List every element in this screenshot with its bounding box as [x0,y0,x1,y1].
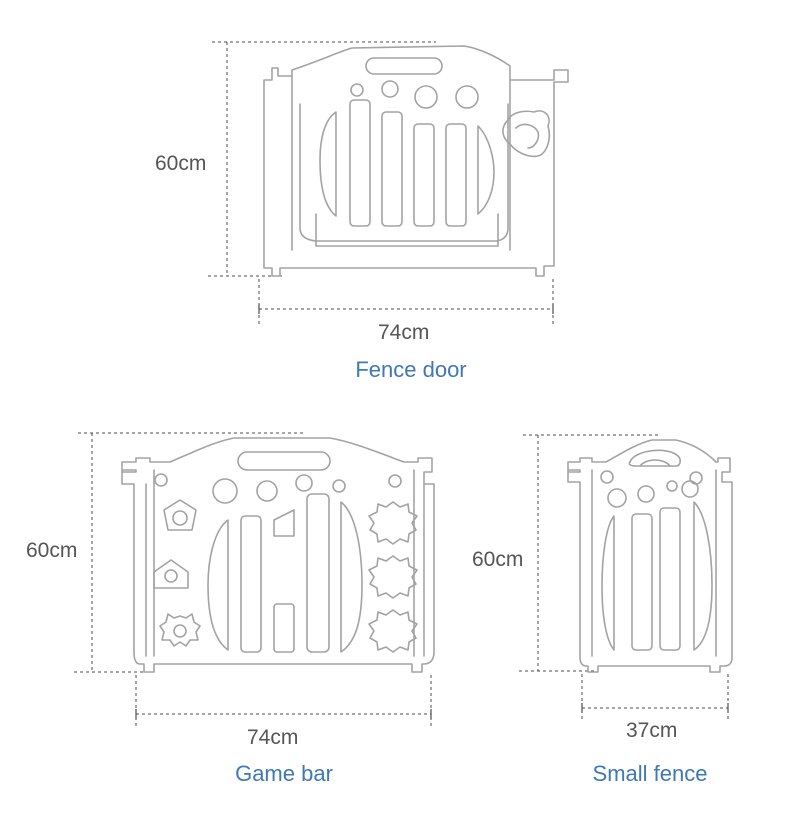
fence-door-panel [263,45,569,277]
game-bar-panel [121,437,435,673]
fence-door-width-label: 74cm [378,321,429,344]
small-fence-caption: Small fence [593,761,708,786]
game-bar-height-label: 60cm [26,539,77,562]
small-fence-width-dimension [581,674,729,722]
fence-door-caption: Fence door [355,357,466,382]
fence-door-height-dimension [208,41,436,277]
small-fence-height-dimension [519,434,660,672]
small-fence-group: 60cm 37cm Small fence [472,434,733,786]
small-fence-panel [567,439,733,673]
game-bar-gears [368,501,418,653]
game-bar-width-dimension [135,675,432,729]
game-bar-width-label: 74cm [247,726,298,749]
small-fence-height-label: 60cm [472,548,523,571]
fence-door-group: 60cm 74cm Fence door [155,41,569,382]
game-bar-caption: Game bar [235,761,333,786]
fence-door-height-label: 60cm [155,152,206,175]
fence-door-width-dimension [258,279,554,326]
game-bar-height-dimension [74,432,304,673]
small-fence-width-label: 37cm [626,719,677,742]
game-bar-group: 60cm 74cm Game bar [26,432,435,786]
